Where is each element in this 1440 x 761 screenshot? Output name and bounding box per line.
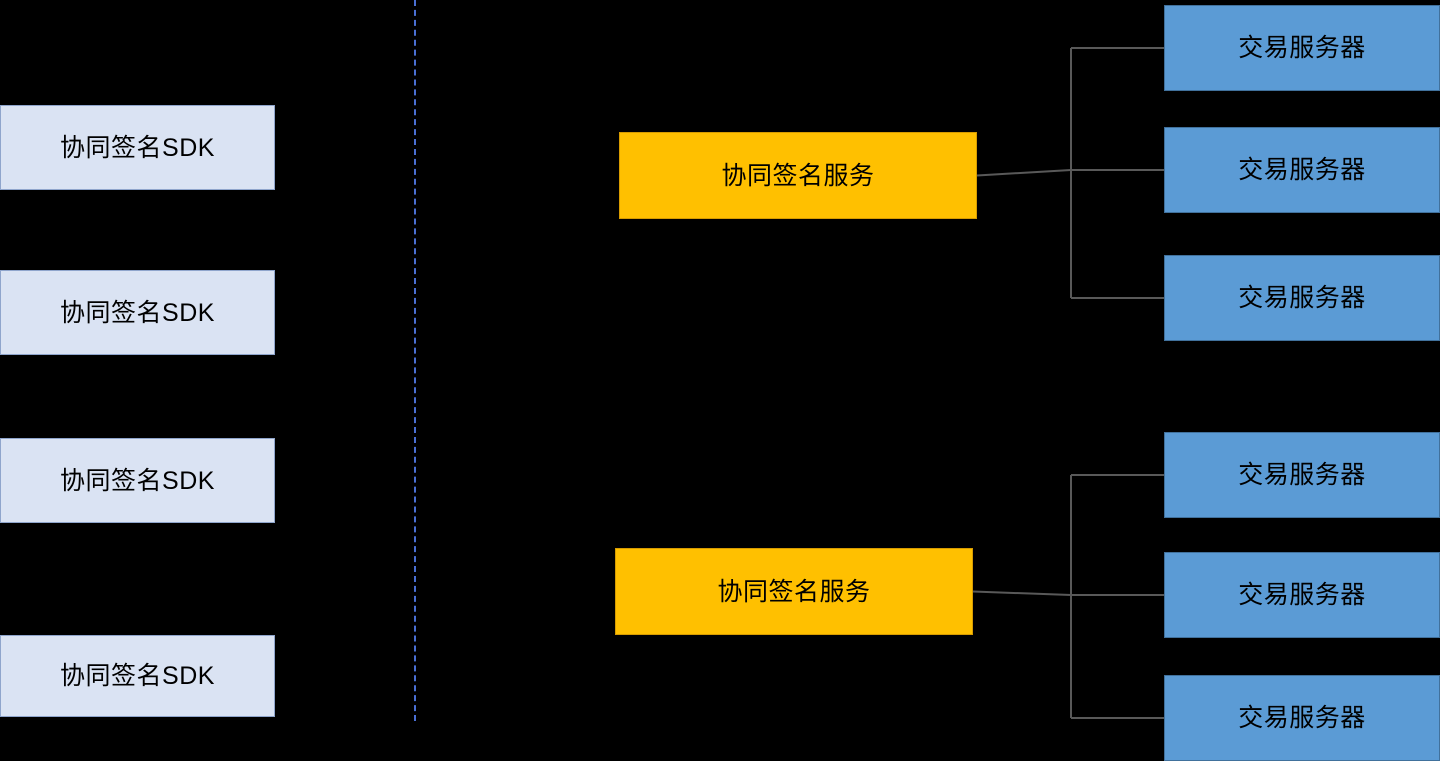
sdk-node-1[interactable]: 协同签名SDK <box>0 105 275 190</box>
sdk-node-1-label: 协同签名SDK <box>60 133 215 162</box>
server-node-2-1[interactable]: 交易服务器 <box>1164 432 1440 518</box>
service-node-1[interactable]: 协同签名服务 <box>619 132 977 219</box>
service-node-1-label: 协同签名服务 <box>721 161 875 190</box>
service-node-2[interactable]: 协同签名服务 <box>615 548 973 635</box>
server-node-1-2-label: 交易服务器 <box>1238 156 1366 184</box>
server-node-1-1-label: 交易服务器 <box>1238 34 1366 62</box>
sdk-node-3-label: 协同签名SDK <box>60 466 215 495</box>
sdk-node-2-label: 协同签名SDK <box>60 298 215 327</box>
server-node-1-3-label: 交易服务器 <box>1238 284 1366 312</box>
connector-service-to-trunk-1 <box>976 169 1072 177</box>
server-node-2-3[interactable]: 交易服务器 <box>1164 675 1440 761</box>
vertical-dashed-divider <box>414 0 416 721</box>
connector-service-to-trunk-2 <box>972 590 1072 596</box>
sdk-node-4[interactable]: 协同签名SDK <box>0 635 275 717</box>
sdk-node-2[interactable]: 协同签名SDK <box>0 270 275 355</box>
server-node-1-3[interactable]: 交易服务器 <box>1164 255 1440 341</box>
server-node-2-1-label: 交易服务器 <box>1238 461 1366 489</box>
server-node-2-2[interactable]: 交易服务器 <box>1164 552 1440 638</box>
service-node-2-label: 协同签名服务 <box>717 577 871 606</box>
server-node-2-2-label: 交易服务器 <box>1238 581 1366 609</box>
sdk-node-4-label: 协同签名SDK <box>60 662 215 690</box>
sdk-node-3[interactable]: 协同签名SDK <box>0 438 275 523</box>
server-node-1-1[interactable]: 交易服务器 <box>1164 5 1440 91</box>
server-node-2-3-label: 交易服务器 <box>1238 704 1366 732</box>
server-node-1-2[interactable]: 交易服务器 <box>1164 127 1440 213</box>
